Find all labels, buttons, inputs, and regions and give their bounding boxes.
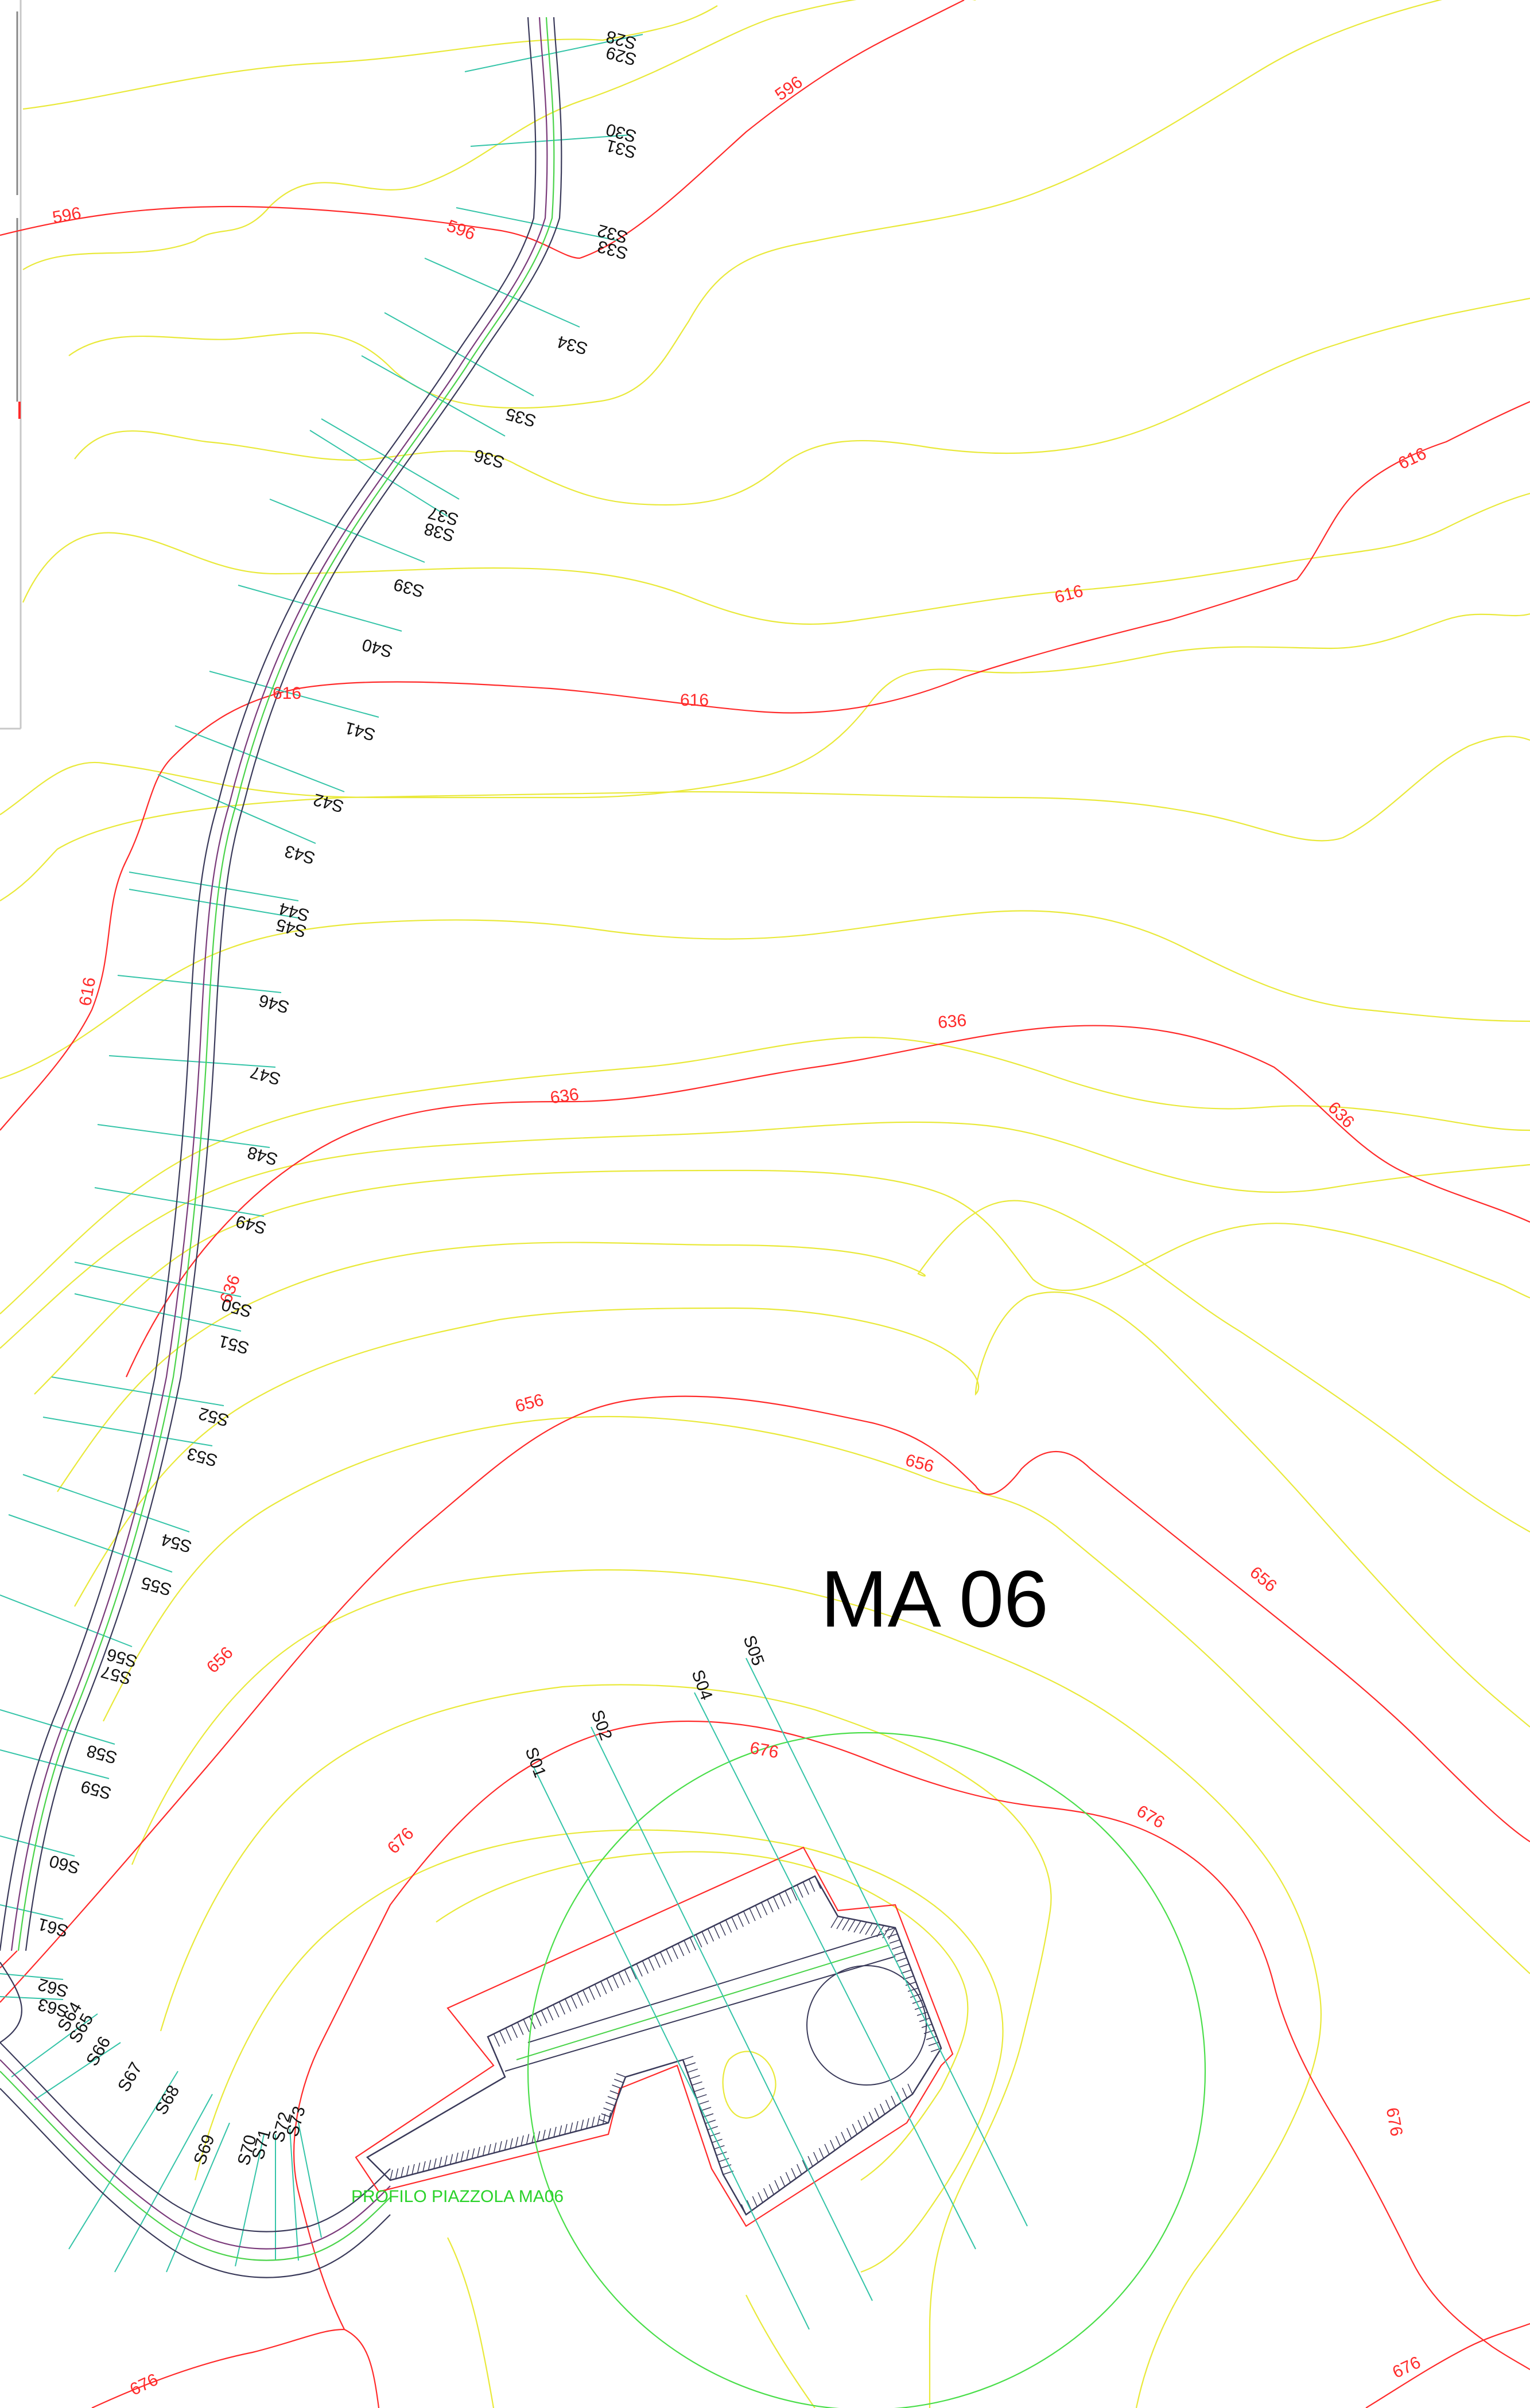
section-line bbox=[238, 585, 402, 632]
contour-elevation-label: 616 bbox=[273, 684, 301, 703]
section-line bbox=[34, 2042, 121, 2100]
turbine-pad-ma06 bbox=[355, 1658, 1206, 2408]
section-line bbox=[129, 872, 299, 901]
section-line bbox=[97, 1124, 270, 1148]
section-line bbox=[42, 1417, 213, 1446]
section-line bbox=[298, 2122, 322, 2238]
section-line bbox=[289, 2128, 299, 2261]
profile-label: PROFILO PIAZZOLA MA06 bbox=[351, 2187, 564, 2206]
section-line bbox=[0, 1996, 64, 2000]
section-line bbox=[117, 975, 282, 993]
contour-elevation-label: 636 bbox=[549, 1085, 580, 1108]
section-line bbox=[157, 774, 316, 844]
section-line bbox=[384, 312, 534, 396]
section-line bbox=[470, 134, 632, 147]
section-line bbox=[0, 1835, 75, 1857]
section-line bbox=[8, 1514, 173, 1573]
section-line bbox=[269, 499, 425, 563]
section-line bbox=[209, 671, 379, 718]
section-line bbox=[11, 2013, 98, 2078]
section-line bbox=[464, 34, 643, 72]
section-line bbox=[0, 1749, 110, 1779]
road-cross-section-lines bbox=[0, 34, 643, 2273]
section-line bbox=[94, 1187, 265, 1217]
section-line bbox=[108, 1055, 276, 1068]
section-line bbox=[174, 725, 345, 792]
section-line bbox=[166, 2122, 230, 2273]
section-line bbox=[0, 1709, 115, 1745]
turbine-title: MA 06 bbox=[821, 1554, 1049, 1644]
section-line bbox=[74, 1293, 242, 1332]
section-line bbox=[68, 2071, 178, 2250]
section-line bbox=[361, 355, 506, 437]
section-line bbox=[456, 207, 620, 242]
access-road-alignment bbox=[0, 17, 562, 2278]
section-line bbox=[321, 418, 460, 500]
contour-elevation-label: 636 bbox=[937, 1011, 968, 1032]
section-line bbox=[114, 2094, 213, 2273]
section-line bbox=[424, 258, 580, 328]
section-line bbox=[309, 430, 448, 517]
section-line bbox=[51, 1376, 224, 1406]
legend-fragment bbox=[0, 0, 22, 730]
section-line bbox=[74, 1262, 242, 1297]
section-line bbox=[235, 2134, 265, 2267]
section-line bbox=[22, 1474, 190, 1532]
section-line bbox=[0, 1973, 64, 1980]
section-line bbox=[129, 889, 299, 919]
contour-elevation-label: 616 bbox=[680, 691, 709, 710]
